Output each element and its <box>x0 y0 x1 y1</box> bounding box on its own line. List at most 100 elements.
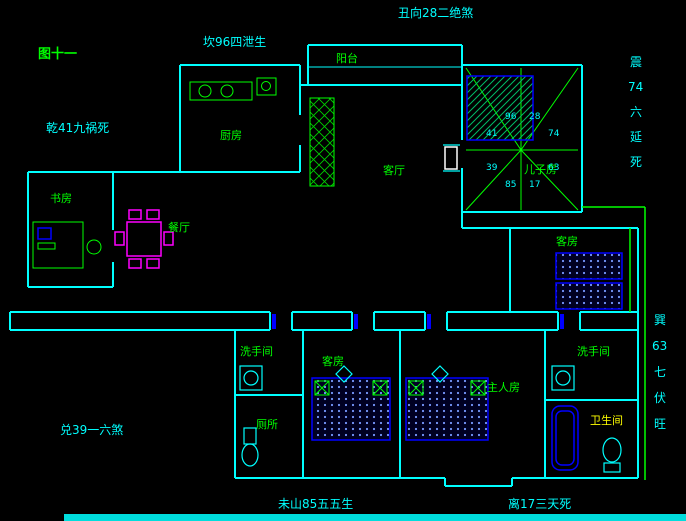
room-label-living-room: 客厅 <box>383 163 405 177</box>
nightstand-cross <box>314 380 330 396</box>
living-room-cabinet <box>309 97 335 187</box>
label-bottom-center: 未山85五五生 <box>278 497 353 511</box>
label-right-lower-char: 巽 <box>654 313 666 327</box>
label-right-upper-char: 震 <box>630 55 642 69</box>
bathtub-icon <box>551 405 579 471</box>
outer-green-boundary <box>582 206 646 480</box>
guest-bed <box>555 252 623 280</box>
computer-monitor-icon <box>37 227 52 240</box>
wall-sons-room <box>461 64 639 478</box>
master-room-bed <box>405 365 489 441</box>
stove-burner-icon <box>220 84 234 98</box>
label-right-lower-char: 伏 <box>654 391 666 405</box>
compass-number-s: 17 <box>529 180 540 190</box>
compass-number-se: 63 <box>548 163 559 173</box>
door-jamb-ticks <box>443 144 460 172</box>
room-label-bathroom: 卫生间 <box>590 413 623 427</box>
dining-set <box>114 209 174 269</box>
ceiling-lamp-icon <box>431 365 449 383</box>
room-label-toilet: 厕所 <box>256 418 278 431</box>
dining-chair <box>146 209 160 220</box>
walls-group <box>9 44 639 487</box>
washroom-right-sink <box>551 365 575 391</box>
toilet-fixture <box>241 427 259 467</box>
dining-chair <box>128 258 142 269</box>
nightstand-cross <box>408 380 424 396</box>
door-mark-icon <box>272 314 276 329</box>
door-leaf-icon <box>444 146 458 170</box>
sink-icon <box>239 365 263 391</box>
label-bottom-right: 离17三天死 <box>508 496 571 511</box>
guest-bed <box>555 282 623 310</box>
room-label-master: 主人房 <box>487 381 520 394</box>
perimeter-labels-group: 图十一 坎96四泄生 丑向28二绝煞 乾41九祸死 兑39一六煞 未山85五五生… <box>38 5 667 511</box>
kitchen-sink-bowl-icon <box>261 81 271 91</box>
door-mark-icon <box>427 314 431 329</box>
room-label-guest-right: 客房 <box>556 234 578 248</box>
nightstand-icon <box>470 380 486 396</box>
corridor-door-marks <box>272 314 564 329</box>
room-label-balcony: 阳台 <box>336 51 358 65</box>
label-right-lower-char: 旺 <box>654 417 666 431</box>
compass-number-n: 96 <box>505 112 517 122</box>
wall-corridor <box>9 311 638 331</box>
kitchen-counter <box>189 77 277 101</box>
nightstand-cross <box>372 380 388 396</box>
dining-chair <box>128 209 142 220</box>
toilet-bowl-icon <box>602 437 622 463</box>
dining-chair <box>163 231 174 246</box>
bottom-scrollbar[interactable] <box>64 514 686 521</box>
compass-number-e: 74 <box>548 129 560 139</box>
nightstand-cross <box>470 380 486 396</box>
stove-burner-icon <box>198 84 212 98</box>
sink-bowl-icon <box>243 370 259 386</box>
label-right-lower-char: 七 <box>654 365 666 379</box>
compass-number-sw: 85 <box>505 180 516 190</box>
wall-bottom-rooms <box>234 330 638 487</box>
computer-keyboard-icon <box>37 242 56 250</box>
washroom-left-sink <box>239 365 263 391</box>
label-top-center: 丑向28二绝煞 <box>398 5 473 20</box>
room-label-sons-room: 儿子房 <box>524 163 557 176</box>
dining-table <box>126 221 162 257</box>
room-labels-group: 阳台 厨房 客厅 儿子房 书房 餐厅 客房 洗手间 厕所 客房 主人房 洗手间 … <box>50 51 623 431</box>
room-label-washroom-left: 洗手间 <box>240 344 273 358</box>
compass-numbers-group: 96 28 41 74 39 63 85 17 <box>486 112 560 190</box>
room-label-washroom-right: 洗手间 <box>577 344 610 358</box>
room-label-dining: 餐厅 <box>168 220 190 234</box>
nightstand-icon <box>314 380 330 396</box>
sons-room-bed <box>466 75 534 141</box>
entry-door <box>443 144 460 172</box>
study-chair <box>86 239 102 255</box>
room-label-study: 书房 <box>50 192 72 205</box>
dining-chair <box>146 258 160 269</box>
door-mark-icon <box>354 314 358 329</box>
sink-bowl-icon <box>555 370 571 386</box>
room-label-kitchen: 厨房 <box>220 129 242 142</box>
kitchen-sink <box>256 77 277 96</box>
bed <box>311 377 391 441</box>
label-left-lower: 兑39一六煞 <box>60 423 123 437</box>
toilet-bowl-icon <box>241 443 259 467</box>
nightstand-icon <box>372 380 388 396</box>
dining-chair <box>114 231 125 246</box>
label-right-upper-char: 六 <box>630 105 642 119</box>
stove-counter <box>189 81 253 101</box>
bathroom-fixtures <box>551 405 622 473</box>
bed <box>405 377 489 441</box>
label-right-upper-char: 延 <box>630 130 642 144</box>
ceiling-lamp-icon <box>335 365 353 383</box>
label-right-upper-char: 死 <box>630 155 642 169</box>
nightstand-icon <box>408 380 424 396</box>
compass-number-w: 39 <box>486 163 498 173</box>
door-mark-icon <box>560 314 564 329</box>
label-left-upper: 乾41九祸死 <box>46 120 109 135</box>
label-right-upper-char: 74 <box>628 80 643 94</box>
figure-title: 图十一 <box>38 46 77 62</box>
label-right-lower-char: 63 <box>652 339 667 353</box>
sink-icon <box>551 365 575 391</box>
compass-number-ne: 28 <box>529 112 541 122</box>
study-desk-set <box>32 221 102 269</box>
